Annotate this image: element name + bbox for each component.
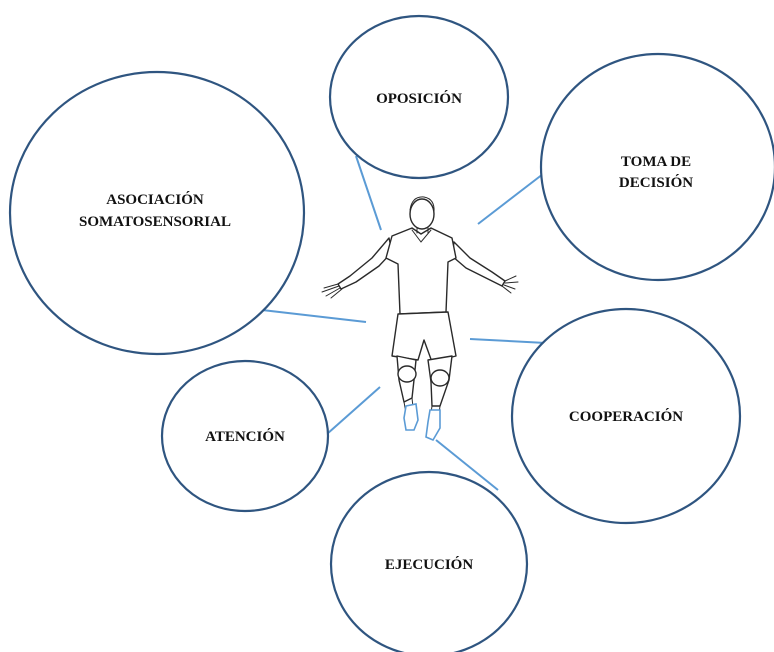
asociacion-label-line1: ASOCIACIÓN (106, 191, 204, 208)
node-ejecucion: EJECUCIÓN (329, 470, 529, 652)
cooperacion-label: COOPERACIÓN (569, 408, 683, 425)
connector-ejecucion (435, 439, 499, 491)
node-toma-de-decision: TOMA DE DECISIÓN (539, 52, 774, 282)
connector-toma-de-decision (477, 173, 544, 225)
toma-de-decision-label-line2: DECISIÓN (619, 174, 693, 191)
toma-de-decision-label-line1: TOMA DE (621, 154, 691, 170)
cooperacion-circle (510, 307, 742, 525)
connectors (261, 155, 547, 491)
left-shoe (403, 403, 419, 431)
ejecucion-label: EJECUCIÓN (385, 556, 474, 573)
connector-oposicion (355, 155, 382, 231)
node-asociacion-somatosensorial: ASOCIACIÓN SOMATOSENSORIAL (8, 70, 306, 356)
connector-asociacion (261, 309, 367, 323)
atencion-label: ATENCIÓN (205, 428, 285, 445)
ejecucion-circle (329, 470, 529, 652)
node-cooperacion: COOPERACIÓN (510, 307, 742, 525)
toma-de-decision-circle (539, 52, 774, 282)
node-atencion: ATENCIÓN (160, 359, 330, 513)
connector-atencion (326, 386, 381, 435)
asociacion-somatosensorial-circle (8, 70, 306, 356)
soccer-player-celebrating-icon (321, 196, 519, 442)
node-oposicion: OPOSICIÓN (328, 14, 510, 180)
oposicion-circle (328, 14, 510, 180)
oposicion-label: OPOSICIÓN (376, 90, 462, 107)
right-shoe (425, 409, 441, 442)
connector-cooperacion (469, 338, 547, 344)
asociacion-label-line2: SOMATOSENSORIAL (79, 214, 231, 230)
atencion-circle (160, 359, 330, 513)
